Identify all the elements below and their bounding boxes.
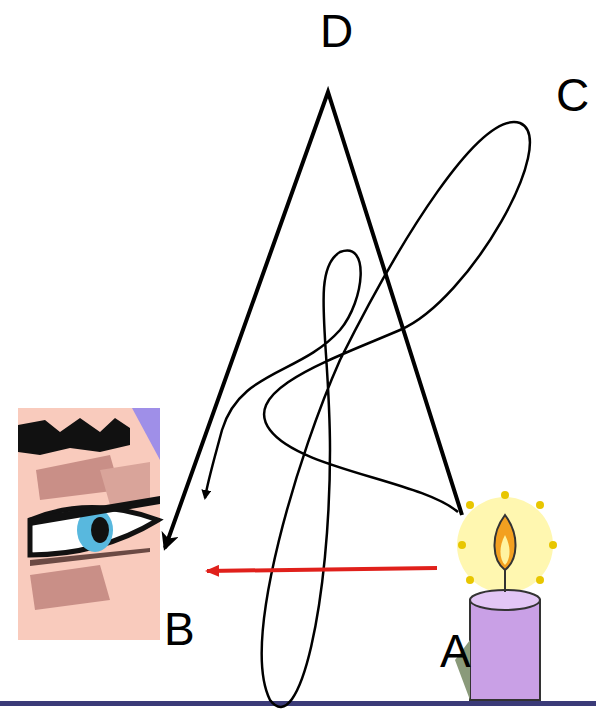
eye-picture: [18, 408, 160, 640]
point-label: B: [164, 606, 195, 652]
bottom-bar: [0, 701, 596, 706]
point-label: D: [320, 8, 353, 54]
curved-path: [205, 122, 530, 707]
direct-ray: [207, 568, 437, 571]
point-label: A: [440, 628, 471, 674]
point-label: C: [556, 72, 589, 118]
